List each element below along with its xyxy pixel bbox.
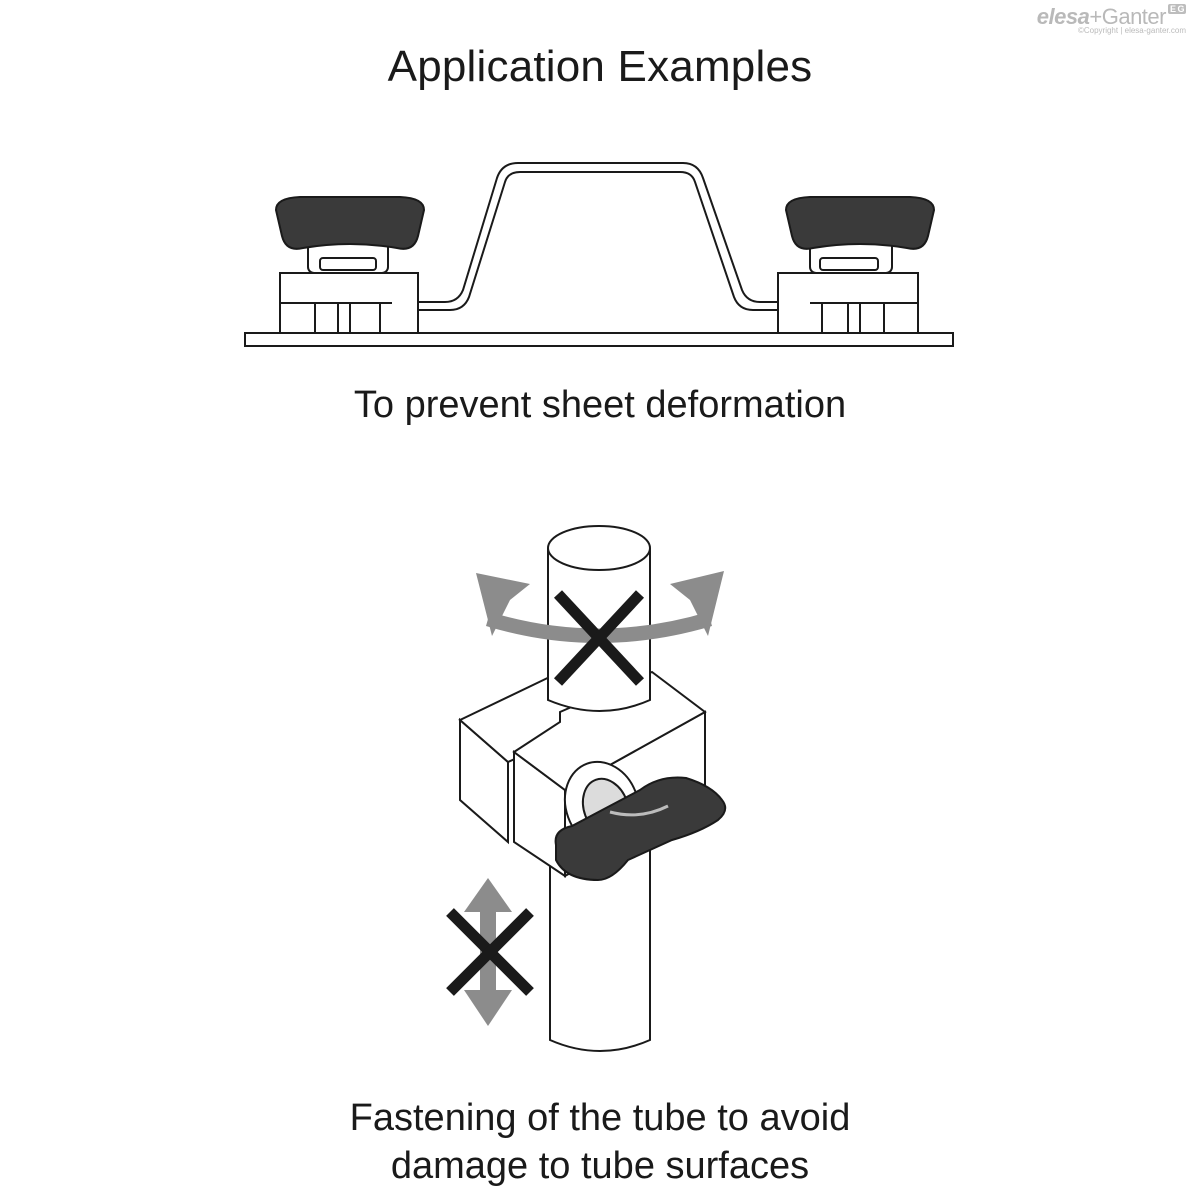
right-knob-washer <box>819 257 879 271</box>
brand-copyright: ©Copyright | elesa-ganter.com <box>1077 26 1186 35</box>
sliding-cross-stroke-2 <box>446 908 534 996</box>
rotation-cross-stroke-2 <box>553 590 645 686</box>
rotation-arrow-right-head <box>670 571 724 636</box>
rotation-arrow-body <box>486 612 712 643</box>
brand-badge: E G <box>1167 4 1186 14</box>
caption-tube-fastening-line-1: Fastening of the tube to avoid <box>349 1097 851 1139</box>
tube-wing-knob-icon <box>554 776 727 882</box>
sheet-deformation-illustration <box>244 162 954 347</box>
caption-sheet-deformation: To prevent sheet deformation <box>353 384 847 426</box>
rotation-arrow-left-head <box>476 573 530 636</box>
brand-name-ganter: Ganter <box>1101 4 1167 29</box>
left-clamp <box>279 239 419 334</box>
left-wing-knob-icon <box>274 196 426 250</box>
vertical-arrow-up-head <box>464 878 512 912</box>
vertical-arrow-icon <box>464 878 512 1026</box>
brand-name-elesa: elesa <box>1036 4 1090 29</box>
vertical-arrow-down-head <box>464 990 512 1026</box>
formed-sheet-inner <box>399 171 803 333</box>
tube-knob-highlight <box>609 804 669 817</box>
lower-tube <box>549 820 651 1052</box>
rotation-arrow-icon <box>476 571 724 643</box>
caption-tube-fastening-line-2: damage to tube surfaces <box>390 1145 810 1187</box>
sliding-prohibited-cross-icon <box>446 908 534 996</box>
page-title: Application Examples <box>387 42 813 91</box>
base-plate <box>244 332 954 347</box>
rotation-prohibited-cross-icon <box>553 590 645 686</box>
upper-tube-end <box>547 525 651 571</box>
formed-sheet-outer <box>391 162 811 333</box>
left-knob-washer <box>319 257 377 271</box>
brand-plus: + <box>1089 4 1102 29</box>
right-wing-knob-icon <box>784 196 936 250</box>
right-clamp <box>777 239 919 334</box>
